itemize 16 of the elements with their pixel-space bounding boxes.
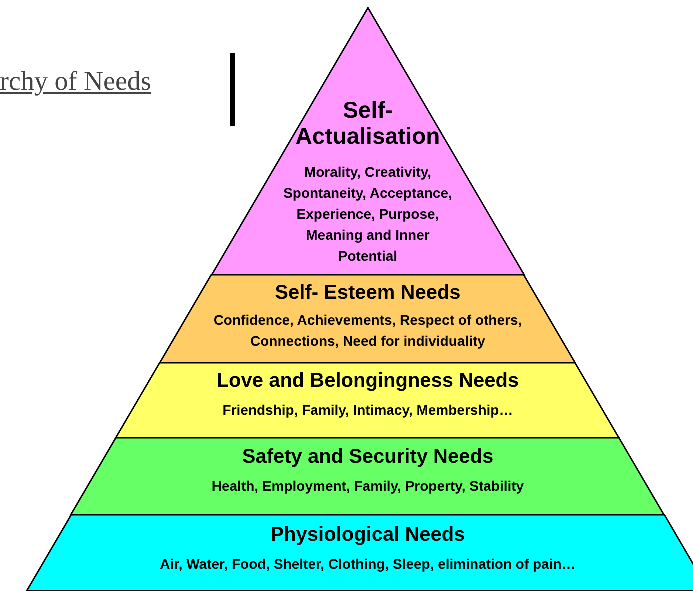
pyramid-level — [71, 438, 665, 515]
pyramid-level — [26, 515, 693, 591]
heading-fragment: rchy of Needs — [0, 66, 152, 97]
level-title: Self- Actualisation — [294, 97, 442, 150]
level-description: Confidence, Achievements, Respect of others, Connections, Need for individuality — [212, 311, 524, 351]
level-description: Air, Water, Food, Shelter, Clothing, Sleep, elimination of pain… — [159, 555, 577, 574]
level-description: Health, Employment, Family, Property, Stability — [210, 477, 526, 496]
level-description: Friendship, Family, Intimacy, Membership… — [222, 401, 514, 420]
pyramid-apex — [212, 8, 524, 275]
level-title: Love and Belongingness Needs — [216, 370, 520, 393]
level-description: Morality, Creativity, Spontaneity, Acceptance, Experience, Purpose, Meaning and Inner Potential — [282, 163, 454, 266]
level-title: Safety and Security Needs — [241, 446, 495, 469]
level-title: Self- Esteem Needs — [274, 282, 462, 305]
pyramid-level — [160, 275, 576, 363]
pyramid-level — [116, 363, 620, 438]
level-title: Physiological Needs — [270, 524, 466, 547]
